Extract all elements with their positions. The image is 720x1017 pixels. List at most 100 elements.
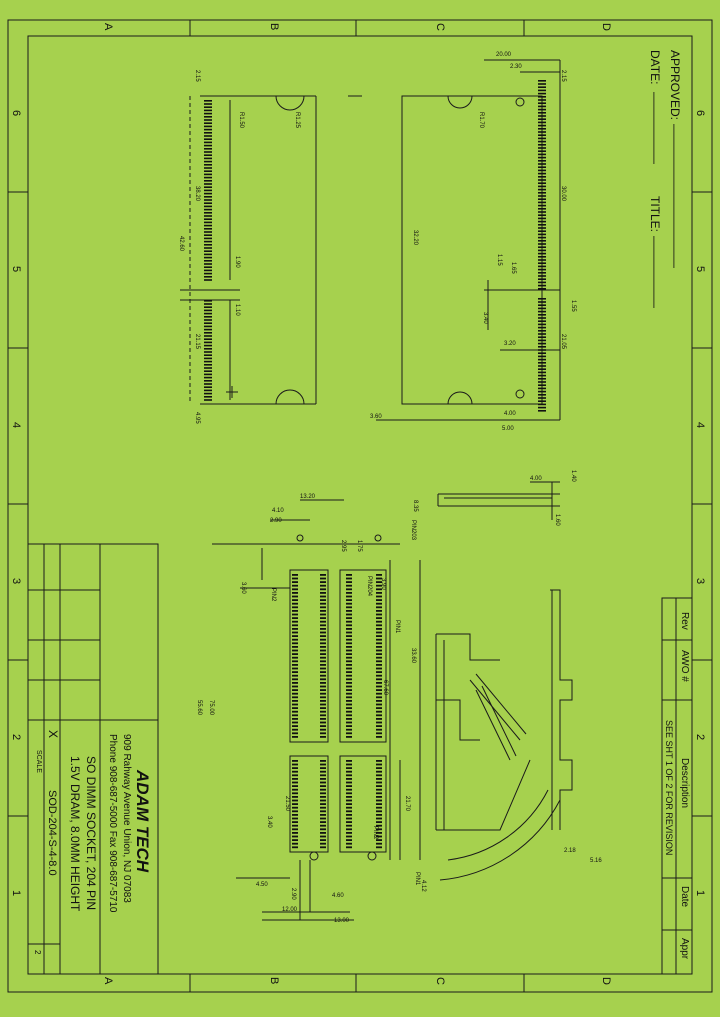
pad	[292, 696, 298, 699]
approved-line: ————————————	[668, 124, 682, 268]
pad	[346, 595, 352, 598]
pad	[346, 760, 352, 762]
pad	[376, 696, 382, 699]
pad	[292, 846, 298, 849]
pad	[376, 620, 382, 623]
pad	[320, 760, 326, 762]
pad	[346, 656, 352, 659]
pad	[376, 588, 382, 591]
pad	[292, 814, 298, 816]
pin-contact	[538, 284, 546, 287]
pad	[320, 700, 326, 702]
pad	[376, 660, 382, 663]
pad	[320, 821, 326, 823]
pin-contact	[204, 100, 212, 102]
pad	[346, 700, 352, 702]
pad	[292, 821, 298, 823]
pin-contact	[204, 135, 212, 137]
pad	[320, 806, 326, 809]
pin-contact	[204, 189, 212, 192]
pin-contact	[204, 392, 212, 395]
pin-contact	[204, 357, 212, 360]
pad	[320, 592, 326, 594]
pin-contact	[538, 301, 546, 303]
pin-contact	[538, 323, 546, 326]
title-label: TITLE:	[648, 196, 662, 233]
pad	[320, 725, 326, 727]
pad	[346, 631, 352, 634]
pad	[376, 692, 382, 695]
dim-8-35: 8.35	[412, 500, 418, 512]
part-title-line1: SO DIMM SOCKET, 204 PIN	[84, 756, 98, 911]
pin-contact	[538, 397, 546, 399]
pad	[346, 624, 352, 627]
pad	[320, 774, 326, 777]
pin-contact	[204, 399, 212, 401]
pad	[292, 649, 298, 652]
pin-contact	[538, 214, 546, 216]
pad	[376, 574, 382, 576]
pad	[376, 638, 382, 641]
dim-4-10: 4.10	[272, 508, 284, 514]
grid-letter-c-top: C	[434, 23, 446, 31]
pad	[376, 602, 382, 605]
pin-contact	[204, 103, 212, 105]
dim-75-00: 75.00	[208, 700, 214, 716]
pad	[292, 646, 298, 648]
pin-contact	[538, 346, 546, 348]
pad	[376, 595, 382, 598]
pin-contact	[538, 160, 546, 162]
pad	[292, 842, 298, 845]
pad	[376, 599, 382, 601]
pin-contact	[538, 224, 546, 226]
pad	[346, 736, 352, 738]
pin-contact	[538, 169, 546, 172]
pad	[320, 707, 326, 709]
pad	[376, 774, 382, 777]
rev-header-awo: AWO #	[679, 650, 690, 682]
pad	[346, 635, 352, 637]
pin-contact	[538, 371, 546, 374]
pin-contact	[204, 205, 212, 208]
pad	[292, 692, 298, 695]
pin1-label-top: PIN1	[394, 620, 400, 634]
pad	[376, 770, 382, 773]
dim-4-95: 4.95	[194, 412, 200, 424]
pad	[320, 635, 326, 637]
pin-contact	[538, 400, 546, 402]
pin-contact	[538, 195, 546, 197]
pin-contact	[538, 192, 546, 194]
pin-contact	[538, 410, 546, 412]
pad	[346, 810, 352, 813]
pin-contact	[204, 344, 212, 347]
pad	[292, 671, 298, 673]
dim-1-55: 1.55	[570, 300, 576, 312]
pin-contact	[538, 105, 546, 108]
pin-contact	[204, 224, 212, 227]
pad	[292, 606, 298, 609]
pin-contact	[204, 116, 212, 118]
pin-contact	[204, 144, 212, 147]
pin-contact	[538, 92, 546, 95]
pad	[320, 710, 326, 713]
pad	[346, 832, 352, 834]
pad	[376, 664, 382, 666]
pin-contact	[204, 396, 212, 398]
dim-1-40: 1.40	[570, 470, 576, 482]
pad	[292, 599, 298, 601]
pin-contact	[204, 325, 212, 328]
pin-contact	[538, 252, 546, 255]
pad	[376, 760, 382, 762]
pin-contact	[538, 384, 546, 386]
pin-contact	[204, 300, 212, 302]
pad	[320, 628, 326, 630]
pin-contact	[538, 339, 546, 342]
company-phone: Phone 908-687-5000 Fax 908-687-5710	[107, 734, 118, 913]
pad	[346, 696, 352, 699]
pin-contact	[538, 288, 546, 290]
pad	[346, 574, 352, 576]
pin-contact	[538, 403, 546, 406]
pad	[346, 781, 352, 784]
pad	[346, 842, 352, 845]
pad	[376, 806, 382, 809]
